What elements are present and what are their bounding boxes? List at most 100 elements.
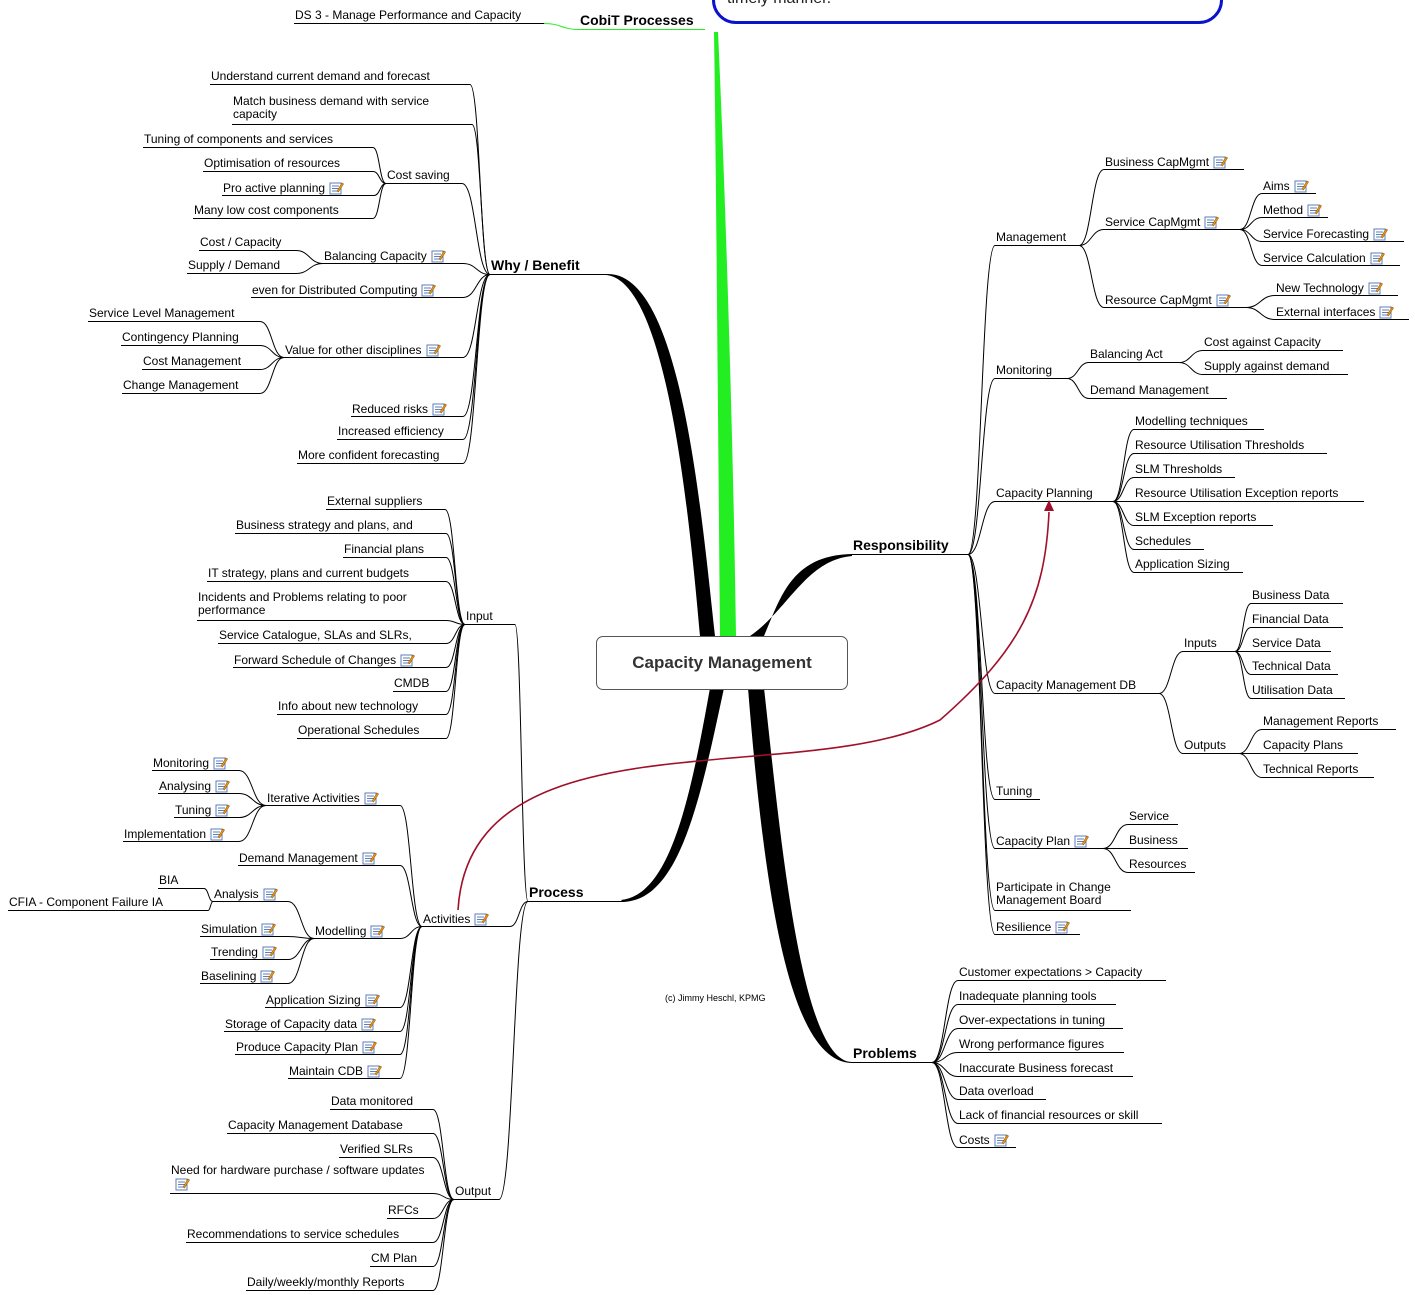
topic-aims[interactable]: Aims: [1263, 179, 1309, 193]
topic-match-business-demand-with-service-capacity[interactable]: Match business demand with service capac…: [233, 95, 467, 121]
topic-service-calculation[interactable]: Service Calculation: [1263, 251, 1385, 265]
notes-icon[interactable]: [261, 922, 276, 936]
topic-many-low-cost-components[interactable]: Many low cost components: [194, 204, 339, 217]
topic-verified-slrs[interactable]: Verified SLRs: [340, 1143, 413, 1156]
topic-application-sizing[interactable]: Application Sizing: [266, 993, 380, 1007]
topic-external-interfaces[interactable]: External interfaces: [1276, 305, 1395, 319]
topic-reduced-risks[interactable]: Reduced risks: [352, 402, 447, 416]
topic-info-about-new-technology[interactable]: Info about new technology: [278, 700, 418, 713]
topic-cost-against-capacity[interactable]: Cost against Capacity: [1204, 336, 1321, 349]
topic-application-sizing[interactable]: Application Sizing: [1135, 558, 1230, 571]
topic-more-confident-forecasting[interactable]: More confident forecasting: [298, 449, 439, 462]
notes-icon[interactable]: [1294, 179, 1309, 193]
notes-icon[interactable]: [400, 653, 416, 667]
topic-resource-utilisation-exception-reports[interactable]: Resource Utilisation Exception reports: [1135, 487, 1338, 500]
topic-cost-saving[interactable]: Cost saving: [387, 169, 450, 182]
topic-slm-exception-reports[interactable]: SLM Exception reports: [1135, 511, 1256, 524]
topic-monitoring[interactable]: Monitoring: [996, 364, 1052, 377]
topic-supply-against-demand[interactable]: Supply against demand: [1204, 360, 1329, 373]
topic-pro-active-planning[interactable]: Pro active planning: [223, 181, 344, 195]
topic-balancing-act[interactable]: Balancing Act: [1090, 348, 1163, 361]
topic-it-strategy-plans-and-current-budgets[interactable]: IT strategy, plans and current budgets: [208, 567, 409, 580]
notes-icon[interactable]: [370, 924, 386, 938]
topic-financial-data[interactable]: Financial Data: [1252, 613, 1329, 626]
topic-bia[interactable]: BIA: [159, 874, 178, 887]
topic-demand-management[interactable]: Demand Management: [1090, 384, 1209, 397]
notes-icon[interactable]: [1370, 251, 1385, 265]
topic-capacity-plan[interactable]: Capacity Plan: [996, 834, 1089, 848]
topic-inputs[interactable]: Inputs: [1184, 637, 1217, 650]
topic-management-reports[interactable]: Management Reports: [1263, 715, 1378, 728]
topic-wrong-performance-figures[interactable]: Wrong performance figures: [959, 1038, 1104, 1051]
topic-implementation[interactable]: Implementation: [124, 827, 225, 841]
topic-why-benefit[interactable]: Why / Benefit: [491, 258, 580, 273]
topic-capacity-planning[interactable]: Capacity Planning: [996, 487, 1093, 500]
topic-increased-efficiency[interactable]: Increased efficiency: [338, 425, 444, 438]
topic-resource-capmgmt[interactable]: Resource CapMgmt: [1105, 293, 1231, 307]
topic-service-capmgmt[interactable]: Service CapMgmt: [1105, 215, 1220, 229]
topic-participate-in-change-management-board[interactable]: Participate in Change Management Board: [996, 881, 1126, 907]
topic-analysing[interactable]: Analysing: [159, 779, 230, 793]
notes-icon[interactable]: [431, 249, 446, 263]
topic-cobit-processes[interactable]: CobiT Processes: [580, 13, 694, 28]
topic-cost-management[interactable]: Cost Management: [143, 355, 241, 368]
notes-icon[interactable]: [362, 1040, 377, 1054]
notes-icon[interactable]: [263, 887, 278, 901]
topic-monitoring[interactable]: Monitoring: [153, 756, 228, 770]
topic-recommendations-to-service-schedules[interactable]: Recommendations to service schedules: [187, 1228, 399, 1241]
topic-forward-schedule-of-changes[interactable]: Forward Schedule of Changes: [234, 653, 416, 667]
topic-activities[interactable]: Activities: [423, 912, 490, 926]
notes-icon[interactable]: [852, 668, 867, 682]
notes-icon[interactable]: [1307, 203, 1322, 217]
topic-output[interactable]: Output: [455, 1185, 491, 1198]
notes-icon[interactable]: [175, 1177, 190, 1191]
notes-icon[interactable]: [1074, 834, 1089, 848]
topic-new-technology[interactable]: New Technology: [1276, 281, 1383, 295]
notes-icon[interactable]: [1055, 920, 1071, 934]
topic-responsibility[interactable]: Responsibility: [853, 538, 949, 553]
notes-icon[interactable]: [210, 827, 225, 841]
topic-inaccurate-business-forecast[interactable]: Inaccurate Business forecast: [959, 1062, 1113, 1075]
notes-icon[interactable]: [362, 851, 377, 865]
topic-capacity-management-db[interactable]: Capacity Management DB: [996, 679, 1136, 692]
topic-rfcs[interactable]: RFCs: [388, 1204, 419, 1217]
topic-balancing-capacity[interactable]: Balancing Capacity: [324, 249, 446, 263]
notes-icon[interactable]: [260, 969, 276, 983]
topic-service-level-management[interactable]: Service Level Management: [89, 307, 234, 320]
notes-icon[interactable]: [215, 779, 230, 793]
notes-icon[interactable]: [1213, 155, 1228, 169]
topic-optimisation-of-resources[interactable]: Optimisation of resources: [204, 157, 340, 170]
topic-trending[interactable]: Trending: [211, 945, 277, 959]
topic-lack-of-financial-resources-or-skill[interactable]: Lack of financial resources or skill: [959, 1109, 1138, 1122]
topic-capacity-management-database[interactable]: Capacity Management Database: [228, 1119, 403, 1132]
topic-tuning-of-components-and-services[interactable]: Tuning of components and services: [144, 133, 333, 146]
topic-change-management[interactable]: Change Management: [123, 379, 238, 392]
notes-icon[interactable]: [994, 1133, 1009, 1147]
topic-business-capmgmt[interactable]: Business CapMgmt: [1105, 155, 1228, 169]
topic-iterative-activities[interactable]: Iterative Activities: [267, 791, 379, 805]
topic-inadequate-planning-tools[interactable]: Inadequate planning tools: [959, 990, 1096, 1003]
topic-management[interactable]: Management: [996, 231, 1066, 244]
topic-service-data[interactable]: Service Data: [1252, 637, 1321, 650]
topic-technical-data[interactable]: Technical Data: [1252, 660, 1331, 673]
topic-value-for-other-disciplines[interactable]: Value for other disciplines: [285, 343, 441, 357]
topic-business-data[interactable]: Business Data: [1252, 589, 1329, 602]
topic-service-catalogue-slas-and-slrs[interactable]: Service Catalogue, SLAs and SLRs,: [219, 629, 412, 642]
topic-maintain-cdb[interactable]: Maintain CDB: [289, 1064, 382, 1078]
notes-icon[interactable]: [421, 283, 437, 297]
topic-incidents-and-problems-relating-to-poor-performance[interactable]: Incidents and Problems relating to poor …: [198, 591, 441, 617]
topic-contingency-planning[interactable]: Contingency Planning: [122, 331, 239, 344]
topic-resilience[interactable]: Resilience: [996, 920, 1071, 934]
topic-business-strategy-and-plans-and[interactable]: Business strategy and plans, and: [236, 519, 413, 532]
topic-service[interactable]: Service: [1129, 810, 1169, 823]
topic-understand-current-demand-and-forecast[interactable]: Understand current demand and forecast: [211, 70, 430, 83]
topic-need-for-hardware-purchase-software-updates[interactable]: Need for hardware purchase / software up…: [171, 1164, 428, 1191]
topic-utilisation-data[interactable]: Utilisation Data: [1252, 684, 1333, 697]
topic-baselining[interactable]: Baselining: [201, 969, 276, 983]
topic-produce-capacity-plan[interactable]: Produce Capacity Plan: [236, 1040, 377, 1054]
topic-customer-expectations-capacity[interactable]: Customer expectations > Capacity: [959, 966, 1142, 979]
topic-cfia-component-failure-ia[interactable]: CFIA - Component Failure IA: [9, 896, 163, 909]
notes-icon[interactable]: [1368, 281, 1383, 295]
notes-icon[interactable]: [213, 756, 228, 770]
topic-daily-weekly-monthly-reports[interactable]: Daily/weekly/monthly Reports: [247, 1276, 404, 1289]
